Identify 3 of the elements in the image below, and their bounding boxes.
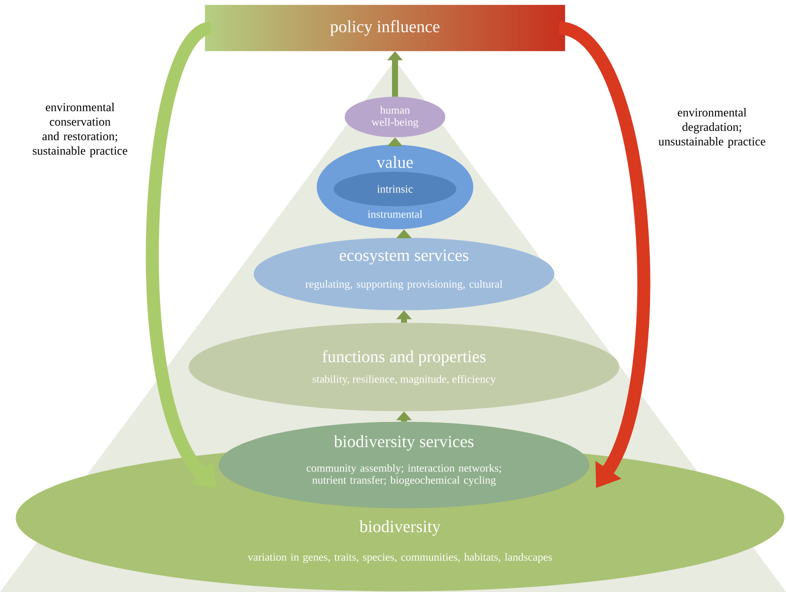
edge-label: environmental degradation; unsustainable practice: [658, 108, 766, 148]
policy-box: policy influence: [204, 4, 566, 52]
edge-label: environmental conservation and restoration; sustainable practice: [32, 102, 128, 158]
